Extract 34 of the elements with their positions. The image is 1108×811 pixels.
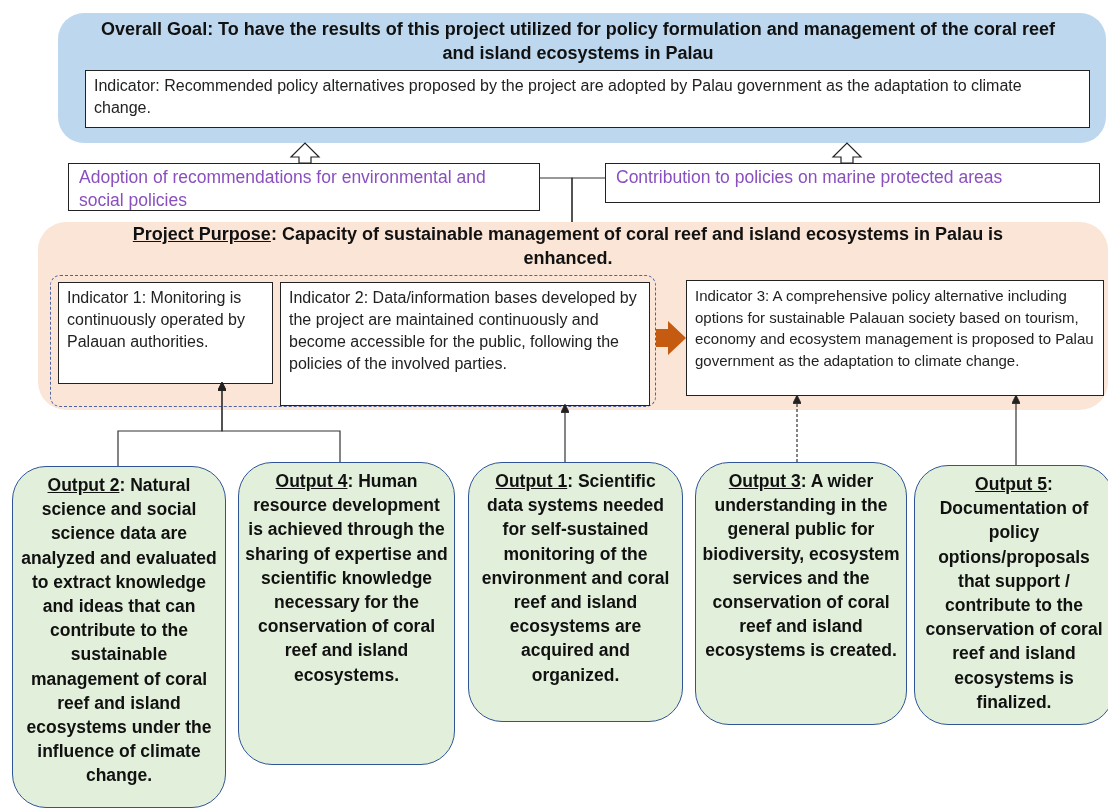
output-text: Output 5: Documentation of policy options/proposals that support / contribute to the conservation of coral reef and island ecosystems is finalized.	[924, 473, 1104, 714]
output-text: Output 2: Natural science and social science data are analyzed and evaluated to extract knowledge and ideas that can contribute to the sustainable management of coral reef and island ecosystems under the influence of climate change.	[20, 474, 218, 788]
arrow	[217, 381, 341, 463]
indicator-text: Indicator 1: Monitoring is continuously operated by Palauan authorities.	[66, 288, 246, 352]
output-text: Output 4: Human resource development is achieved through the sharing of expertise and scientific knowledge necessary for the conservation of coral reef and island ecosystems.	[244, 470, 449, 687]
goal-panel	[58, 13, 1106, 143]
output-box	[695, 462, 907, 725]
indicator-text: Indicator: Recommended policy alternatives proposed by the project are adopted by Palau government as the adaptation to climate change.	[93, 76, 1023, 118]
output-text: Output 3: A wider understanding in the general public for biodiversity, ecosystem services and the conservation of coral reef and island ecosystems is created.	[701, 470, 901, 663]
indicator-text: Indicator 3: A comprehensive policy alternative including options for sustainable Palauan society based on tourism, economy and ecosystem management is proposed to Palau government as the adaptation to climate change.	[694, 286, 1095, 371]
block-arrow	[831, 142, 863, 164]
dashed-group-box	[50, 275, 656, 407]
output-text: Output 1: Scientific data systems needed for self-sustained monitoring of the environment and coral reef and island ecosystems are acquired and organized.	[480, 470, 671, 687]
purpose-panel	[38, 222, 1108, 410]
output-box	[238, 462, 455, 765]
arrow	[560, 403, 570, 463]
output-box	[468, 462, 683, 722]
arrow	[792, 394, 802, 463]
contribution-box	[68, 163, 540, 211]
indicator-box	[58, 282, 273, 384]
output-box	[12, 466, 226, 808]
arrow	[1011, 394, 1021, 466]
goal-heading: Overall Goal: To have the results of this project utilized for policy formulation and management of the coral reef and island ecosystems in Palau	[100, 18, 1056, 65]
indicator-box	[686, 280, 1104, 396]
indicator-box	[280, 282, 650, 406]
contribution-text: Contribution to policies on marine protected areas	[615, 166, 1004, 189]
contribution-text: Adoption of recommendations for environmental and social policies	[78, 166, 487, 212]
contribution-box	[605, 163, 1100, 203]
block-arrow	[289, 142, 321, 164]
purpose-heading: Project Purpose: Capacity of sustainable management of coral reef and island ecosystems in Palau is enhanced.	[131, 223, 1005, 270]
connector-line	[571, 177, 606, 223]
block-arrow	[656, 321, 686, 355]
indicator-box	[85, 70, 1090, 128]
indicator-text: Indicator 2: Data/information bases developed by the project are maintained continuously and become accessible for the public, following the policies of the involved parties.	[288, 288, 638, 374]
